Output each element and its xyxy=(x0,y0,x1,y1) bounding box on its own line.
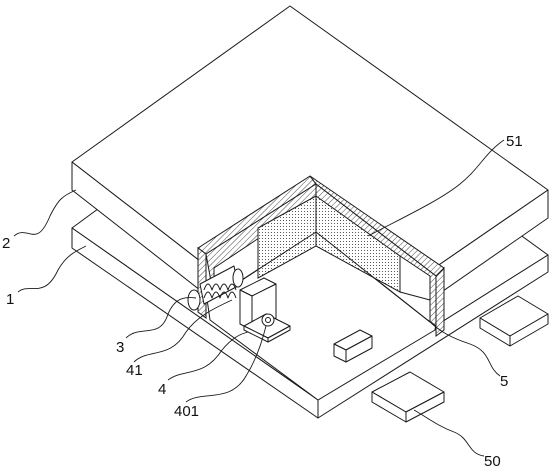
label-401: 401 xyxy=(174,403,199,420)
label-1: 1 xyxy=(6,291,14,308)
label-41: 41 xyxy=(126,362,143,379)
label-51: 51 xyxy=(506,133,523,150)
label-4: 4 xyxy=(158,381,166,398)
label-50: 50 xyxy=(484,453,501,470)
label-5: 5 xyxy=(500,373,508,390)
spring-assembly xyxy=(187,265,244,311)
foot-pad-front xyxy=(371,371,445,423)
label-3: 3 xyxy=(116,339,124,356)
leader-lines xyxy=(13,139,505,457)
inner-block xyxy=(333,329,373,363)
label-2: 2 xyxy=(2,235,10,252)
foot-pad-right xyxy=(479,295,549,347)
mount-plate xyxy=(243,313,291,343)
